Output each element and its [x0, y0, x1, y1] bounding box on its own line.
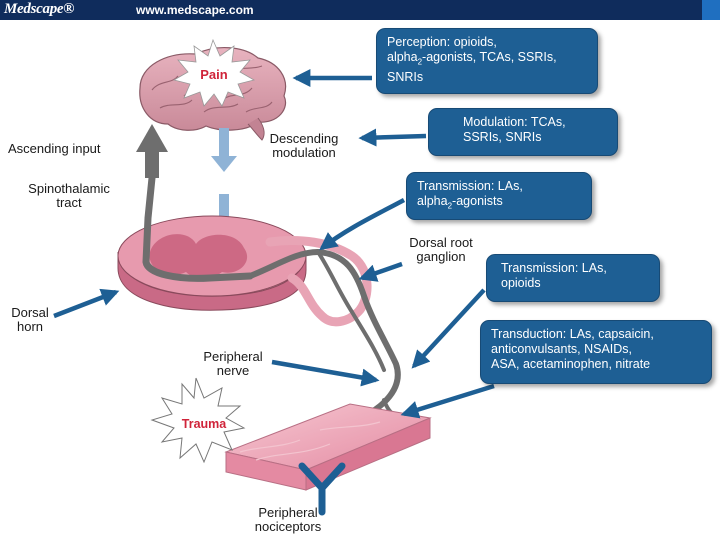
trauma-starburst [150, 377, 246, 464]
header-accent [702, 0, 720, 20]
spinothalamic-tract-label: Spinothalamic tract [28, 181, 110, 210]
dorsal-root-ganglion-label: Dorsal root ganglion [409, 235, 473, 264]
peripheral-nociceptors-label: Peripheral nociceptors [254, 505, 322, 534]
descending-modulation-label: Descending modulation [269, 131, 339, 160]
peripheral-nerve-label: Peripheral nerve [203, 349, 263, 378]
perception-box: Perception: opioids, alpha2-agonists, TC… [376, 28, 598, 94]
ascending-input-label: Ascending input [8, 141, 101, 156]
pain-label: Pain [200, 67, 228, 82]
transduction-box: Transduction: LAs, capsaicin, anticonvul… [480, 320, 712, 384]
dorsal-horn-label: Dorsal horn [11, 305, 49, 334]
transmission-box-1: Transmission: LAs, alpha2-agonists [406, 172, 592, 220]
medscape-logo: Medscape® [4, 1, 75, 17]
transmission-box-2: Transmission: LAs, opioids [486, 254, 660, 302]
modulation-box: Modulation: TCAs, SSRIs, SNRIs [428, 108, 618, 156]
nociceptor-fork [298, 462, 346, 516]
header-bar: Medscape® www.medscape.com [0, 0, 720, 20]
trauma-label: Trauma [181, 417, 227, 431]
ascending-arrow [136, 124, 168, 178]
site-url: www.medscape.com [136, 3, 254, 17]
pain-starburst [172, 38, 256, 107]
pointer-arrows [53, 69, 495, 419]
pain-pathway-diagram [53, 38, 495, 516]
tissue-block [224, 403, 432, 491]
